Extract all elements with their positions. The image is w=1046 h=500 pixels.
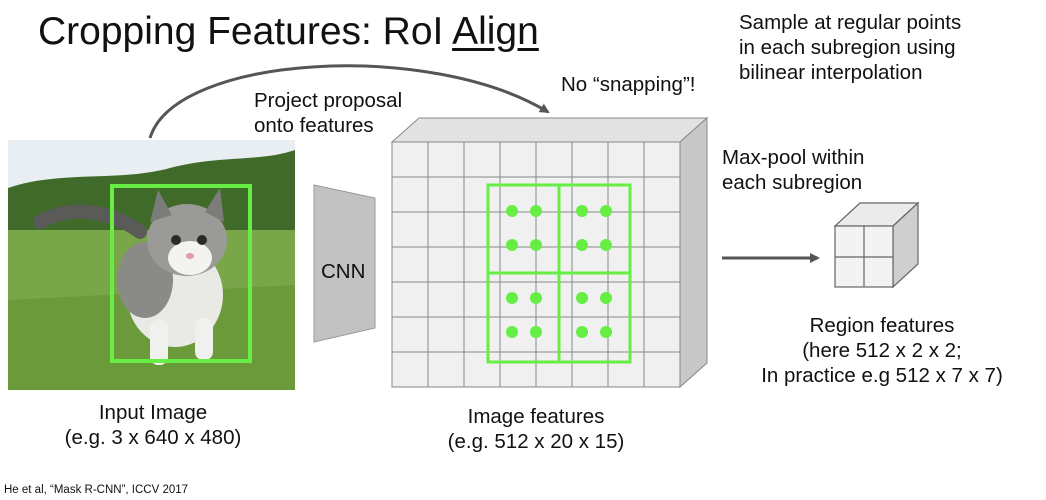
no-snapping-note: No “snapping”! (561, 73, 696, 96)
projected-roi (486, 183, 632, 364)
maxpool-note: Max-pool within each subregion (722, 145, 864, 195)
title-emphasis: Align (452, 10, 539, 53)
proposal-box (110, 184, 252, 363)
projection-arrow (148, 64, 550, 139)
project-note-line: Project proposal (254, 89, 403, 112)
feature-map-caption: Image features (e.g. 512 x 20 x 15) (425, 404, 647, 454)
region-caption-line: Region features (809, 314, 955, 337)
kitten-figure (33, 188, 227, 365)
sample-note-line: in each subregion using (739, 36, 956, 59)
feature-map (390, 116, 709, 389)
feature-caption-line: (e.g. 512 x 20 x 15) (447, 430, 625, 453)
sample-note-line: Sample at regular points (739, 11, 962, 34)
sample-note: Sample at regular points in each subregi… (739, 10, 961, 85)
project-note: Project proposal onto features (254, 88, 402, 138)
feature-caption-line: Image features (467, 405, 605, 428)
input-image-caption: Input Image (e.g. 3 x 640 x 480) (42, 400, 264, 450)
sample-note-line: bilinear interpolation (739, 61, 923, 84)
cnn-label: CNN (321, 260, 366, 283)
title-prefix: Cropping Features: RoI (38, 10, 453, 53)
cnn-block (313, 184, 376, 343)
input-caption-line: (e.g. 3 x 640 x 480) (64, 426, 242, 449)
maxpool-note-line: each subregion (722, 171, 863, 194)
maxpool-note-line: Max-pool within (722, 146, 865, 169)
slide-title: Cropping Features: RoI Align (38, 10, 539, 54)
region-feature-cube (833, 201, 920, 289)
region-caption-line: In practice e.g 512 x 7 x 7) (761, 364, 1003, 387)
sample-points (506, 205, 612, 338)
region-caption-line: (here 512 x 2 x 2; (802, 339, 962, 362)
citation: He et al, “Mask R-CNN”, ICCV 2017 (4, 484, 189, 496)
input-caption-line: Input Image (98, 401, 208, 424)
region-features-caption: Region features (here 512 x 2 x 2; In pr… (744, 313, 1020, 388)
input-image (8, 140, 295, 390)
project-note-line: onto features (254, 114, 374, 137)
